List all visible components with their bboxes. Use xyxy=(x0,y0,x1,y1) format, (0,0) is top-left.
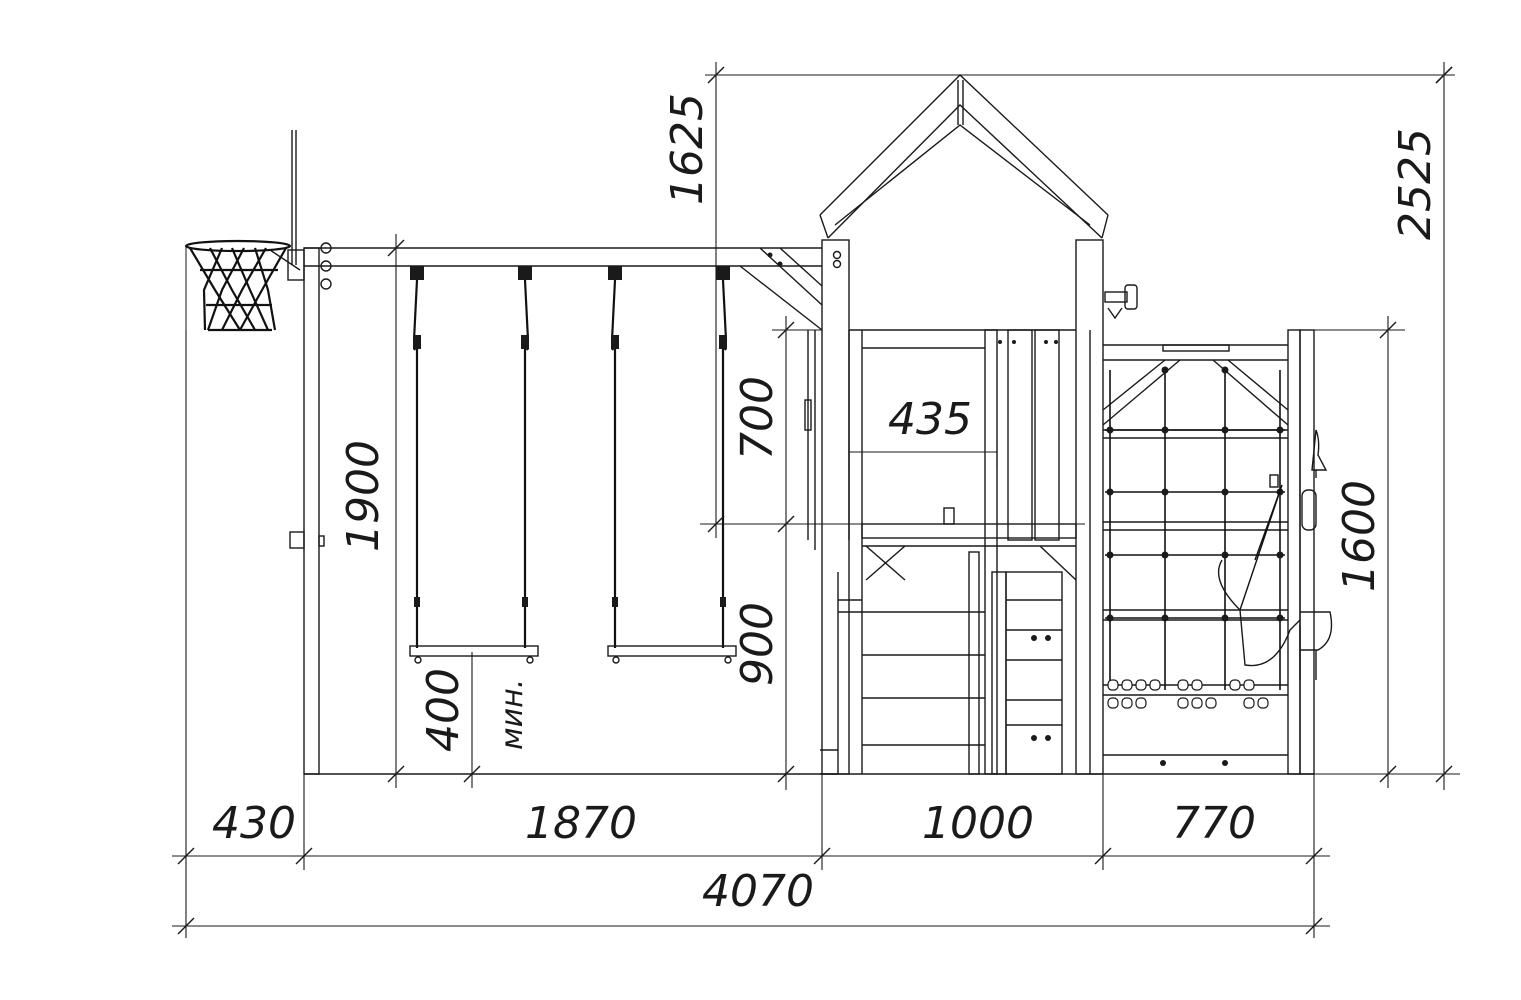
basketball-hoop xyxy=(184,130,305,332)
dim-label-min: мин. xyxy=(495,679,530,750)
dim-label-700: 700 xyxy=(732,376,783,460)
dim-label-1870: 1870 xyxy=(525,798,637,849)
baby-swing-seat xyxy=(1217,559,1333,680)
net-knots xyxy=(1106,366,1284,622)
footholds xyxy=(1107,679,1269,709)
dim-label-770: 770 xyxy=(1172,798,1256,849)
swing-left xyxy=(409,266,539,664)
dim-label-435: 435 xyxy=(888,394,972,445)
gymnastic-rings xyxy=(1239,474,1317,611)
bell-icon xyxy=(1311,429,1328,478)
swing-right xyxy=(607,266,737,664)
dim-label-1625: 1625 xyxy=(662,93,713,205)
dim-label-1000: 1000 xyxy=(922,798,1034,849)
dim-label-400: 400 xyxy=(418,668,469,752)
basketball-net xyxy=(189,247,287,332)
climbing-net-section xyxy=(1102,284,1333,775)
dim-label-900: 900 xyxy=(732,602,783,686)
dim-label-1600: 1600 xyxy=(1334,480,1385,592)
telescope-icon xyxy=(1104,284,1138,320)
dim-label-4070: 4070 xyxy=(702,866,814,917)
rope-net xyxy=(1105,370,1285,690)
dimension-lines xyxy=(172,62,1460,938)
dimension-labels: 430 1870 1000 770 4070 435 1625 2525 190… xyxy=(212,93,1441,917)
dim-label-1900: 1900 xyxy=(338,440,389,552)
dim-label-2525: 2525 xyxy=(1390,128,1441,240)
dim-label-430: 430 xyxy=(212,798,296,849)
swing-frame xyxy=(289,242,823,775)
